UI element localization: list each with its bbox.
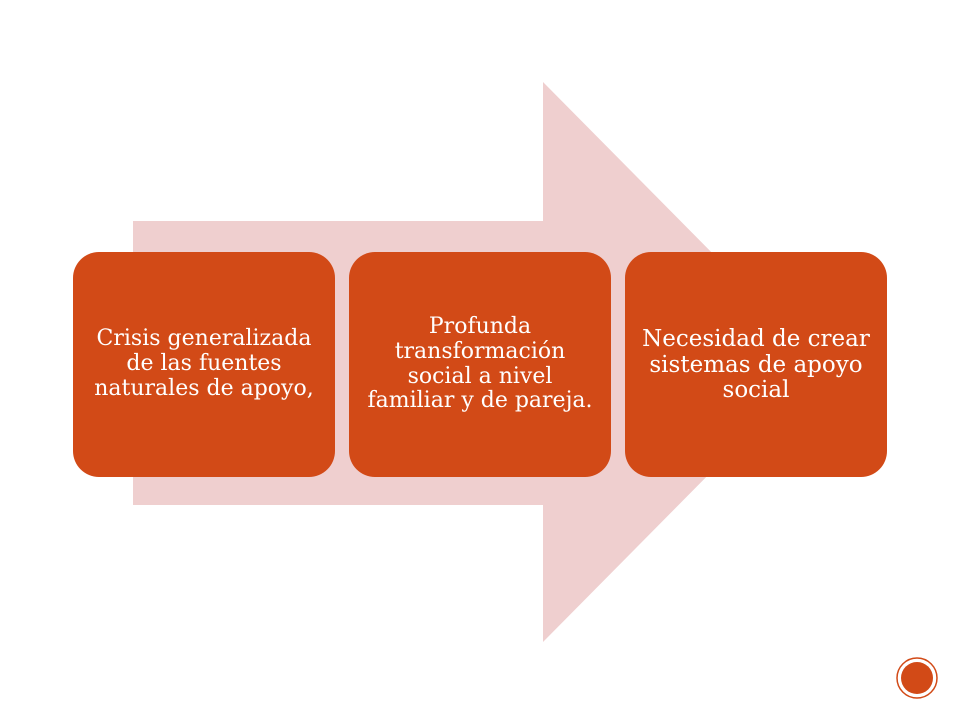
- step-label-3: Necesidad de crear sistemas de apoyo soc…: [642, 325, 870, 404]
- slide-badge-icon: [896, 657, 938, 699]
- step-box-3: Necesidad de crear sistemas de apoyo soc…: [625, 252, 887, 477]
- step-label-2: Profunda transformación social a nivel f…: [367, 313, 593, 414]
- step-box-2: Profunda transformación social a nivel f…: [349, 252, 611, 477]
- step-label-1: Crisis generalizada de las fuentes natur…: [94, 326, 314, 401]
- step-box-1: Crisis generalizada de las fuentes natur…: [73, 252, 335, 477]
